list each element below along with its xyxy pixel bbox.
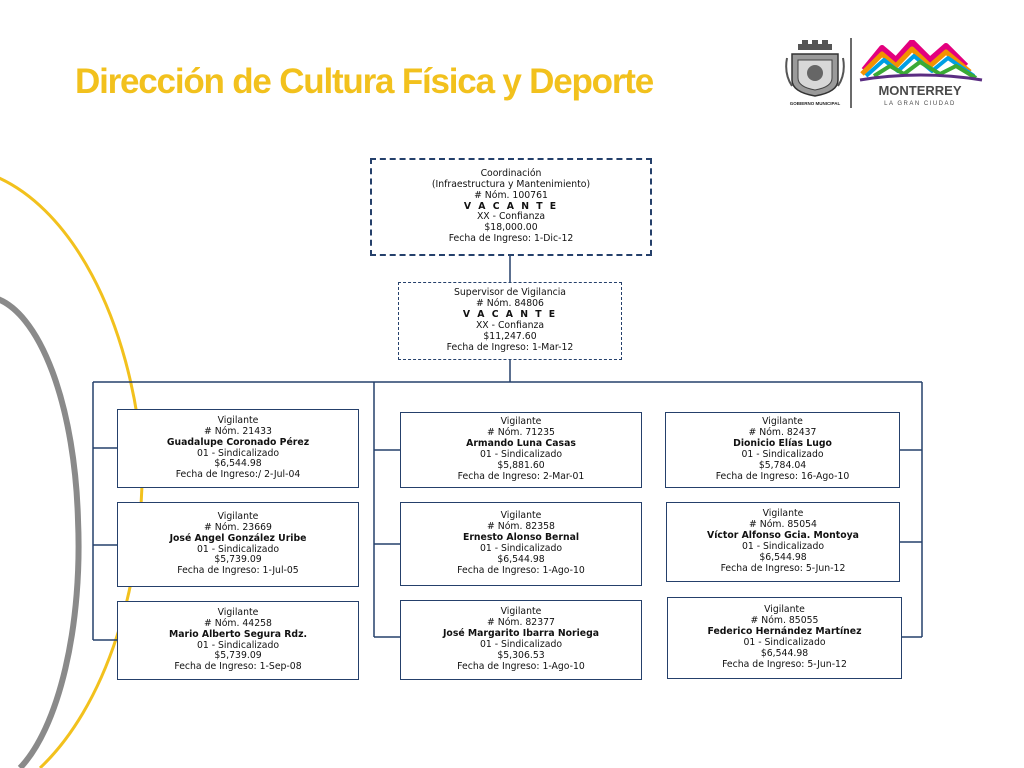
position-title: Vigilante [500,606,542,618]
logo-divider [850,38,852,108]
salary: $5,739.09 [214,650,262,662]
salary: $11,247.60 [483,330,537,342]
contract-type: 01 - Sindicalizado [196,447,280,459]
employee-name: Víctor Alfonso Gcia. Montoya [707,530,859,542]
hire-date: Fecha de Ingreso: 5-Jun-12 [722,658,847,670]
employee-name: Guadalupe Coronado Pérez [166,436,310,448]
employee-name: Ernesto Alonso Bernal [462,532,580,544]
salary: $5,881.60 [497,459,545,471]
contract-type: 01 - Sindicalizado [196,543,280,555]
hire-date: Fecha de Ingreso: 5-Jun-12 [720,562,846,574]
supervisor-box: Supervisor de Vigilancia # Nóm. 84806 V … [398,282,622,360]
employee-number: # Nóm. 82358 [487,521,555,533]
position-title: Supervisor de Vigilancia [454,287,566,299]
salary: $18,000.00 [484,222,538,234]
employee-name: Dionicio Elías Lugo [733,438,832,450]
hire-date: Fecha de Ingreso: 16-Ago-10 [715,470,850,482]
vacancy-label: V A C A N T E [463,200,559,212]
contract-type: 01 - Sindicalizado [479,543,563,554]
employee-name: José Margarito Ibarra Noriega [442,628,600,640]
position-title: Vigilante [762,508,804,520]
employee-name: Mario Alberto Segura Rdz. [168,628,308,640]
employee-number: # Nóm. 82377 [487,617,555,629]
vigilante-box: Vigilante # Nóm. 85054 Víctor Alfonso Gc… [666,502,900,582]
position-title: Coordinación [480,167,542,179]
hire-date: Fecha de Ingreso: 1-Jul-05 [177,565,299,577]
hire-date: Fecha de Ingreso: 1-Ago-10 [457,660,585,672]
vigilante-box: Vigilante # Nóm. 82437 Dionicio Elías Lu… [665,412,900,488]
salary: $5,784.04 [758,459,807,471]
employee-number: # Nóm. 21433 [204,425,272,437]
vacancy-label: V A C A N T E [462,309,558,321]
contract-type: XX - Confianza [476,211,546,223]
hire-date: Fecha de Ingreso:/ 2-Jul-04 [175,469,301,481]
vigilante-box: Vigilante # Nóm. 82377 José Margarito Ib… [400,600,642,680]
position-title: Vigilante [500,416,542,428]
coordinacion-box: Coordinación (Infraestructura y Mantenim… [370,158,652,256]
hire-date: Fecha de Ingreso: 1-Ago-10 [457,564,585,576]
employee-name: José Angel González Uribe [169,532,307,544]
vigilante-box: Vigilante # Nóm. 71235 Armando Luna Casa… [400,412,642,488]
city-name: MONTERREY [878,83,961,98]
monterrey-logo: MONTERREY LA GRAN CIUDAD [859,40,983,107]
contract-type: 01 - Sindicalizado [741,541,825,552]
vigilante-box: Vigilante # Nóm. 44258 Mario Alberto Seg… [117,601,359,680]
position-title: Vigilante [217,510,259,522]
contract-type: 01 - Sindicalizado [196,639,280,651]
position-title: Vigilante [217,606,259,618]
hire-date: Fecha de Ingreso: 1-Sep-08 [174,661,302,673]
city-tagline: LA GRAN CIUDAD [884,101,956,107]
vigilante-box: Vigilante # Nóm. 23669 José Angel Gonzál… [117,502,359,587]
position-area: (Infraestructura y Mantenimiento) [431,178,591,190]
employee-number: # Nóm. 100761 [474,189,548,201]
contract-type: 01 - Sindicalizado [479,639,563,650]
contract-type: XX - Confianza [475,320,545,331]
employee-number: # Nóm. 44258 [204,617,272,629]
salary: $6,544.98 [497,553,545,565]
employee-name: Armando Luna Casas [466,438,576,450]
gray-arc [0,296,82,768]
position-title: Vigilante [764,604,805,616]
contract-type: 01 - Sindicalizado [479,449,563,460]
municipal-seal-logo: GOBIERNO MUNICIPAL [785,40,845,106]
position-title: Vigilante [217,414,259,426]
vigilante-box: Vigilante # Nóm. 21433 Guadalupe Coronad… [117,409,359,488]
employee-number: # Nóm. 82437 [748,427,817,439]
salary: $5,306.53 [497,649,545,661]
employee-number: # Nóm. 84806 [476,298,544,310]
salary: $5,739.09 [214,554,262,566]
salary: $6,544.98 [760,647,809,659]
salary: $6,544.98 [759,551,807,563]
employee-number: # Nóm. 71235 [487,427,555,439]
employee-number: # Nóm. 23669 [204,521,272,533]
employee-number: # Nóm. 85055 [750,615,819,627]
hire-date: Fecha de Ingreso: 1-Mar-12 [446,341,574,353]
vigilante-box: Vigilante # Nóm. 82358 Ernesto Alonso Be… [400,502,642,586]
vigilante-box: Vigilante # Nóm. 85055 Federico Hernánde… [667,597,902,679]
employee-number: # Nóm. 85054 [749,519,817,531]
hire-date: Fecha de Ingreso: 1-Dic-12 [448,233,574,245]
position-title: Vigilante [762,416,803,428]
salary: $6,544.98 [214,458,262,470]
employee-name: Federico Hernández Martínez [707,626,862,638]
hire-date: Fecha de Ingreso: 2-Mar-01 [457,470,585,482]
page-title: Dirección de Cultura Física y Deporte [75,62,654,101]
contract-type: 01 - Sindicalizado [743,637,826,648]
contract-type: 01 - Sindicalizado [741,449,824,460]
seal-caption: GOBIERNO MUNICIPAL [790,101,841,106]
position-title: Vigilante [500,510,542,522]
